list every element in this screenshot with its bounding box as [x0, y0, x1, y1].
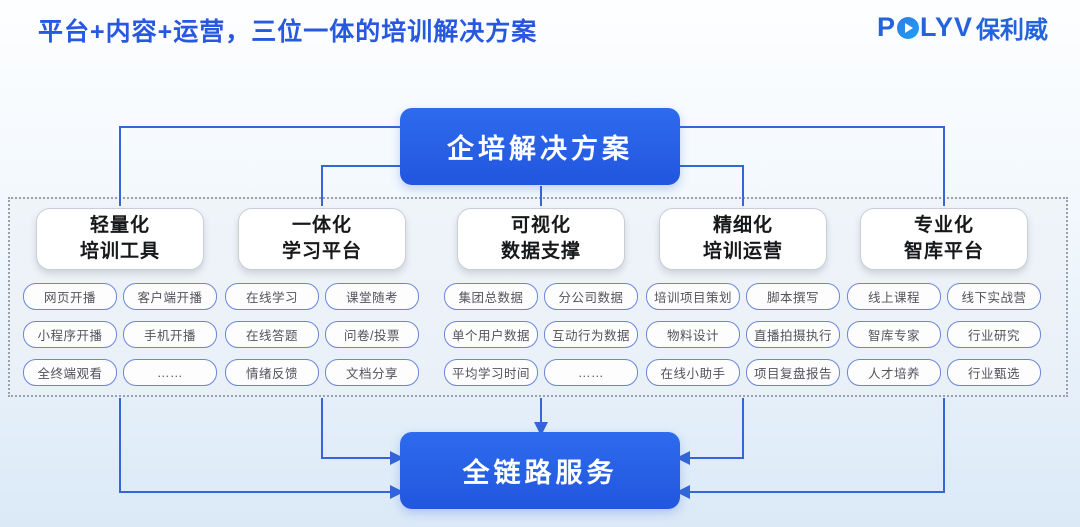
feature-item: 在线学习: [225, 283, 319, 310]
feature-list: 网页开播 客户端开播 小程序开播 手机开播 全终端观看 ……: [20, 283, 220, 386]
top-node-label: 企培解决方案: [447, 134, 633, 164]
feature-item: ……: [123, 359, 217, 386]
column-header-line2: 培训工具: [79, 241, 160, 262]
column-data-support: 可视化 数据支撑 集团总数据 分公司数据 单个用户数据 互动行为数据 平均学习时…: [441, 208, 641, 386]
column-lightweight-tools: 轻量化 培训工具 网页开播 客户端开播 小程序开播 手机开播 全终端观看 ……: [20, 208, 220, 386]
feature-item: ……: [544, 359, 638, 386]
feature-item: 行业研究: [947, 321, 1041, 348]
column-header-line1: 精细化: [712, 215, 773, 237]
feature-item: 文档分享: [325, 359, 419, 386]
feature-item: 线上课程: [847, 283, 941, 310]
feature-item: 问卷/投票: [325, 321, 419, 348]
feature-item: 客户端开播: [123, 283, 217, 310]
polyv-logo: P LYV 保利威: [877, 10, 1048, 45]
feature-item: 平均学习时间: [444, 359, 538, 386]
column-header-line2: 智库平台: [903, 241, 984, 262]
feature-item: 智库专家: [847, 321, 941, 348]
column-header-line1: 可视化: [510, 215, 571, 237]
feature-item: 培训项目策划: [646, 283, 740, 310]
feature-item: 单个用户数据: [444, 321, 538, 348]
page-title: 平台+内容+运营，三位一体的培训解决方案: [38, 18, 538, 46]
feature-item: 网页开播: [23, 283, 117, 310]
feature-list: 在线学习 课堂随考 在线答题 问卷/投票 情绪反馈 文档分享: [222, 283, 422, 386]
column-learning-platform: 一体化 学习平台 在线学习 课堂随考 在线答题 问卷/投票 情绪反馈 文档分享: [222, 208, 422, 386]
column-header-line1: 一体化: [291, 215, 352, 237]
column-header: 可视化 数据支撑: [457, 208, 625, 270]
feature-item: 集团总数据: [444, 283, 538, 310]
column-header-line1: 轻量化: [89, 215, 150, 237]
column-header-line2: 培训运营: [702, 241, 783, 262]
feature-item: 分公司数据: [544, 283, 638, 310]
feature-list: 集团总数据 分公司数据 单个用户数据 互动行为数据 平均学习时间 ……: [441, 283, 641, 386]
feature-item: 全终端观看: [23, 359, 117, 386]
column-header: 轻量化 培训工具: [36, 208, 204, 270]
feature-item: 小程序开播: [23, 321, 117, 348]
column-header: 专业化 智库平台: [860, 208, 1028, 270]
feature-item: 情绪反馈: [225, 359, 319, 386]
feature-item: 脚本撰写: [746, 283, 840, 310]
feature-list: 培训项目策划 脚本撰写 物料设计 直播拍摄执行 在线小助手 项目复盘报告: [643, 283, 843, 386]
feature-item: 手机开播: [123, 321, 217, 348]
feature-list: 线上课程 线下实战营 智库专家 行业研究 人才培养 行业甄选: [844, 283, 1044, 386]
logo-text-p: P: [876, 12, 896, 42]
column-header: 一体化 学习平台: [238, 208, 406, 270]
feature-item: 物料设计: [646, 321, 740, 348]
feature-item: 行业甄选: [947, 359, 1041, 386]
play-icon: [896, 16, 919, 39]
bottom-node: 全链路服务: [400, 432, 680, 509]
feature-item: 线下实战营: [947, 283, 1041, 310]
column-thinktank-platform: 专业化 智库平台 线上课程 线下实战营 智库专家 行业研究 人才培养 行业甄选: [844, 208, 1044, 386]
column-training-operation: 精细化 培训运营 培训项目策划 脚本撰写 物料设计 直播拍摄执行 在线小助手 项…: [643, 208, 843, 386]
feature-item: 人才培养: [847, 359, 941, 386]
feature-item: 直播拍摄执行: [746, 321, 840, 348]
feature-item: 互动行为数据: [544, 321, 638, 348]
bottom-node-label: 全链路服务: [462, 458, 618, 488]
column-header-line1: 专业化: [913, 215, 974, 237]
column-header-line2: 学习平台: [281, 241, 362, 262]
feature-item: 在线小助手: [646, 359, 740, 386]
feature-item: 在线答题: [225, 321, 319, 348]
feature-item: 项目复盘报告: [746, 359, 840, 386]
logo-text-cn: 保利威: [976, 17, 1048, 44]
column-header-line2: 数据支撑: [500, 241, 581, 262]
top-node: 企培解决方案: [400, 108, 680, 185]
logo-text-lyv: LYV: [919, 12, 973, 42]
feature-item: 课堂随考: [325, 283, 419, 310]
column-header: 精细化 培训运营: [659, 208, 827, 270]
